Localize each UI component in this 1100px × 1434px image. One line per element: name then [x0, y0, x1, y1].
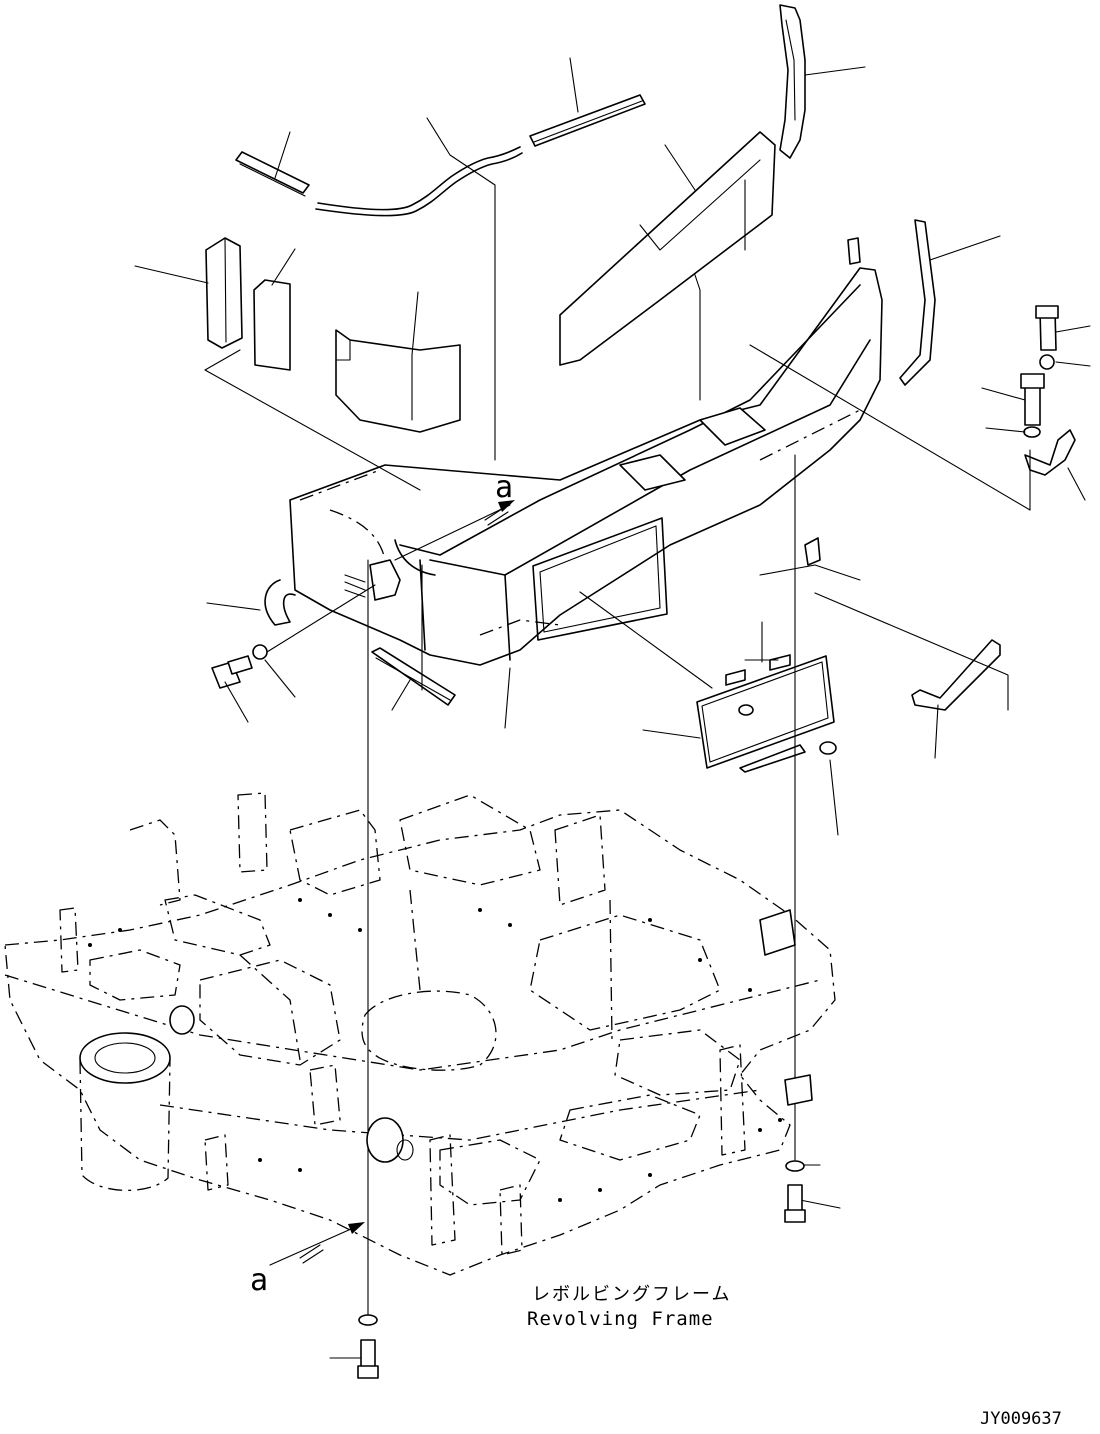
corner-trim	[779, 4, 806, 159]
leader-lines-top	[134, 57, 1091, 1359]
counterweight-body	[289, 237, 883, 666]
frame-label-jp: レボルビングフレーム	[532, 1284, 731, 1305]
side-panel-left	[205, 237, 461, 433]
side-trim-right	[899, 219, 936, 386]
view-marker-bottom: a	[250, 1263, 268, 1298]
seal-strip-lower	[371, 647, 456, 706]
corner-strip-lower	[911, 639, 1001, 711]
view-arrow-bottom	[269, 1222, 365, 1266]
insulation-pad	[559, 131, 776, 366]
drawing-id: JY009637	[980, 1409, 1062, 1429]
revolving-frame	[4, 792, 836, 1276]
wire-rod	[315, 146, 523, 217]
bolt-bottom-left	[357, 1314, 379, 1379]
bolt-bottom-right	[784, 1160, 806, 1223]
frame-label-en: Revolving Frame	[527, 1308, 714, 1330]
bolt-left	[211, 644, 268, 689]
small-clip-right	[804, 537, 821, 566]
view-arrow-top	[394, 500, 515, 561]
seal-strip-top	[529, 94, 646, 147]
seal-strip-left	[235, 151, 310, 197]
bolt-group-right	[1020, 305, 1076, 476]
view-marker-top: a	[495, 470, 513, 505]
license-plate	[696, 654, 837, 773]
hook-clip	[264, 579, 296, 626]
